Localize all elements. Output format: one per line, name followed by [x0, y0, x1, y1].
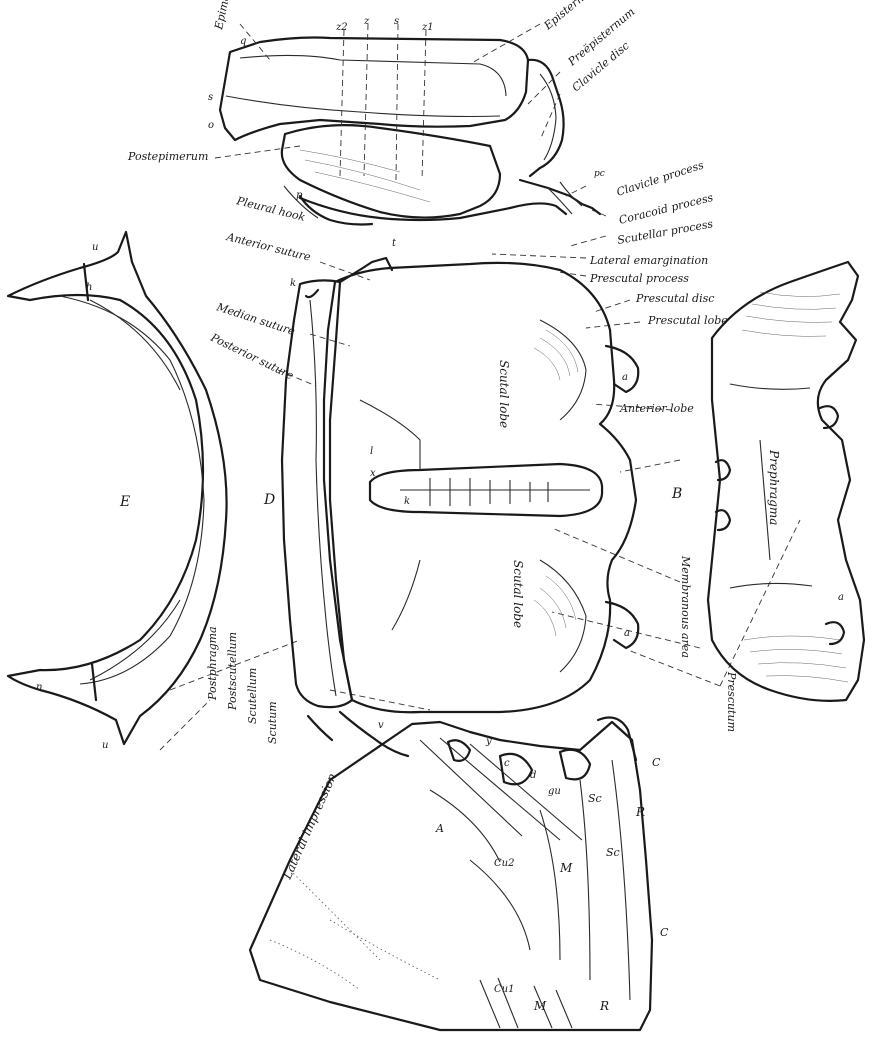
letter-q: q [240, 36, 246, 47]
label-prescutum: Prescutum [725, 671, 738, 732]
letter-n: n [36, 682, 42, 693]
label-epimerum: Epimerum [212, 0, 237, 32]
label-median-suture: Median suture [214, 300, 297, 338]
letter-d: D [263, 492, 275, 508]
postphragma [8, 232, 227, 744]
letter-k-left: k [290, 278, 296, 289]
letter-h: h [86, 282, 92, 293]
letter-pc: pc [594, 169, 605, 179]
letter-x: x [370, 468, 376, 479]
label-prescutal-lobe: Prescutal lobe [647, 314, 728, 327]
letter-a-mid: a [838, 592, 844, 603]
letter-a-top: a [622, 372, 628, 383]
letter-a-bottom: a [624, 628, 630, 639]
label-lateral-emargination: Lateral emargination [589, 254, 708, 267]
letter-o: o [208, 120, 214, 131]
letter-u-bottom: u [102, 740, 108, 751]
prephragma [708, 262, 864, 701]
label-posterior-suture: Posterior suture [208, 331, 296, 383]
letter-e: E [119, 494, 130, 510]
label-scutal-lobe-upper: Scutal lobe [497, 360, 511, 428]
label-postphragma: Postphragma [206, 626, 219, 701]
notum [282, 258, 638, 756]
letter-c: c [504, 758, 510, 769]
letter-b: B [671, 486, 682, 502]
letter-z2: z2 [335, 22, 348, 33]
letter-y: y [485, 736, 492, 747]
letter-d-small: d [530, 770, 536, 781]
letter-v: v [378, 720, 384, 731]
letter-m-mid: M [559, 861, 573, 875]
letter-sc-lower: Sc [606, 846, 620, 859]
letter-m-bottom: M [533, 999, 547, 1013]
label-anterior-suture: Anterior suture [224, 230, 312, 264]
letter-r-right: R [635, 805, 645, 819]
label-scutal-lobe-lower: Scutal lobe [511, 560, 525, 628]
label-lateral-impression: Lateral impression [280, 771, 340, 882]
letter-k-mid: k [404, 496, 410, 507]
letter-markers: E D B z2 z s z1 q s o pc p t k k x l h u… [36, 16, 844, 1013]
letter-a-wing: A [435, 822, 444, 835]
letter-l: l [370, 446, 373, 457]
pleuron-sclerites [220, 38, 600, 225]
label-postscutellum: Postscutellum [226, 632, 239, 711]
letter-z: z [363, 16, 370, 27]
leader-lines [160, 24, 800, 750]
label-postepimerum: Postepimerum [127, 150, 208, 163]
letter-c-bottom: C [660, 926, 669, 939]
letter-s-left: s [208, 92, 213, 103]
label-anterior-lobe: Anterior lobe [619, 402, 694, 415]
letter-sc-upper: Sc [588, 792, 602, 805]
label-prescutal-process: Prescutal process [589, 272, 689, 285]
label-prescutal-disc: Prescutal disc [635, 292, 714, 305]
letter-gu: gu [548, 786, 561, 797]
label-clavicle-process: Clavicle process [615, 158, 706, 199]
label-scutellum: Scutellum [246, 668, 259, 724]
letter-u-top: u [92, 242, 98, 253]
label-episternum: Episternum [541, 0, 600, 33]
letter-cu1: Cu1 [494, 984, 514, 995]
letter-p: p [296, 190, 303, 201]
wing-base [250, 718, 652, 1030]
label-scutum: Scutum [266, 701, 279, 744]
letter-s-top: s [394, 16, 399, 27]
label-membranous-area: Membranous area [679, 555, 692, 658]
letter-t: t [392, 238, 397, 249]
letter-z1: z1 [421, 22, 434, 33]
label-prephragma: Prephragma [767, 449, 781, 525]
letter-r-bottom: R [599, 999, 609, 1013]
letter-c-right: C [652, 756, 661, 769]
letter-cu2: Cu2 [494, 858, 514, 869]
